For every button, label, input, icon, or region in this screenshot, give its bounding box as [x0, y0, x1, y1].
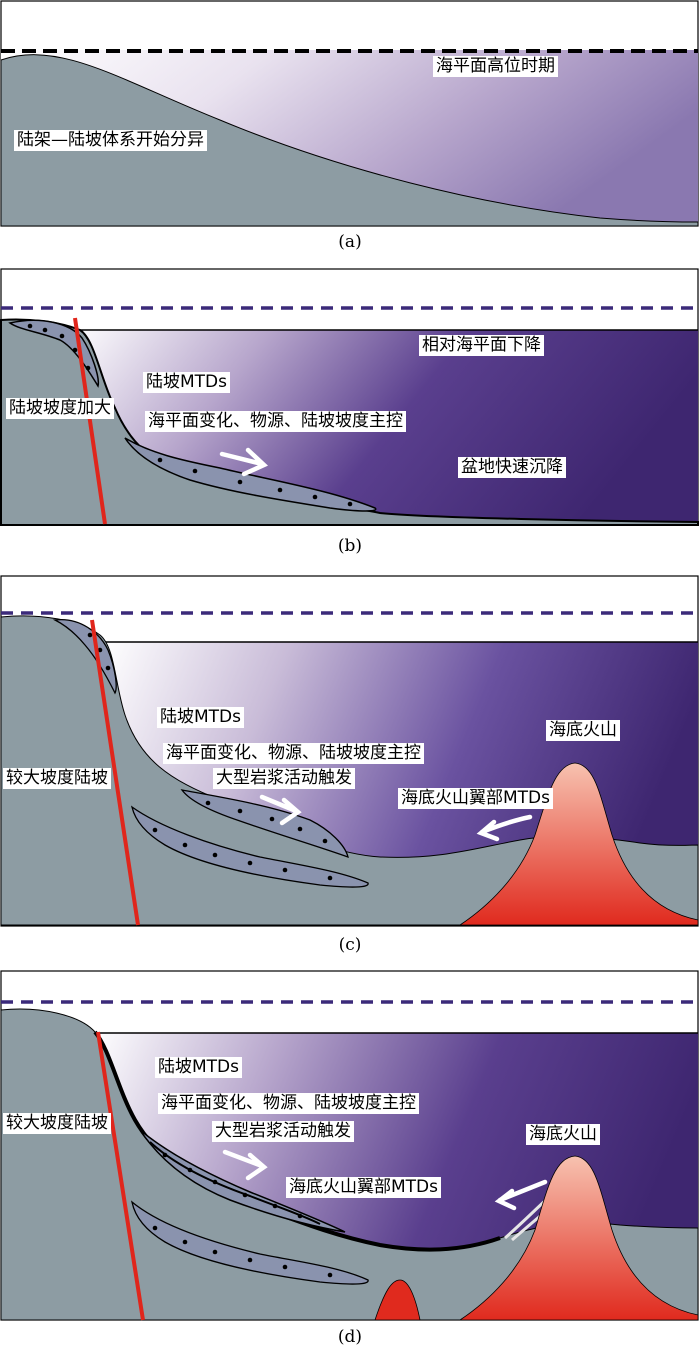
slide-direction-arrow — [219, 447, 269, 477]
label-volcano-flank-mtds: 海底火山翼部MTDs — [286, 1177, 441, 1198]
mtd-body-lower — [131, 1200, 369, 1285]
label-main-controls: 海平面变化、物源、陆坡坡度主控 — [158, 1093, 419, 1114]
seafloor — [0, 54, 699, 227]
mtd-clasts — [27, 323, 353, 507]
label-steep-slope: 较大坡度陆坡 — [3, 1113, 111, 1134]
panel-d-diagram — [0, 970, 699, 1321]
slide-direction-arrow-volcano — [476, 814, 533, 842]
label-seamount: 海底火山 — [546, 720, 620, 741]
label-slope-mtds: 陆坡MTDs — [143, 372, 230, 393]
volcano — [458, 1155, 699, 1321]
fault-line — [90, 619, 140, 926]
panel-a-diagram — [0, 0, 699, 227]
label-sea-level-highstand: 海平面高位时期 — [433, 56, 558, 77]
volcano — [458, 762, 699, 926]
label-slope-steepening: 陆坡坡度加大 — [6, 398, 114, 419]
label-magmatic-trigger: 大型岩浆活动触发 — [213, 768, 355, 789]
caption-c: (c) — [338, 935, 362, 955]
label-main-controls: 海平面变化、物源、陆坡坡度主控 — [145, 411, 406, 432]
caption-b: (b) — [337, 536, 363, 556]
label-shelf-slope-differentiation: 陆架—陆坡体系开始分异 — [14, 130, 207, 151]
mtd-clasts — [152, 1152, 333, 1278]
panel-c: 陆坡MTDs 海底火山 海平面变化、物源、陆坡坡度主控 较大坡度陆坡 大型岩浆活… — [0, 575, 700, 960]
label-magmatic-trigger: 大型岩浆活动触发 — [212, 1121, 354, 1142]
small-intrusion — [374, 1279, 421, 1321]
mtd-body-lower — [124, 437, 377, 512]
label-main-controls: 海平面变化、物源、陆坡坡度主控 — [163, 743, 424, 764]
panel-a: 海平面高位时期 陆架—陆坡体系开始分异 (a) — [0, 0, 700, 260]
caption-a: (a) — [338, 232, 362, 252]
slide-direction-arrow-slope — [222, 1149, 268, 1181]
label-volcano-flank-mtds: 海底火山翼部MTDs — [398, 788, 553, 809]
panel-b-diagram — [0, 268, 699, 526]
panel-b: 相对海平面下降 陆坡MTDs 陆坡坡度加大 海平面变化、物源、陆坡坡度主控 盆地… — [0, 268, 700, 568]
slide-direction-arrow-slope — [259, 794, 302, 826]
caption-d: (d) — [337, 1327, 363, 1347]
label-seamount: 海底火山 — [526, 1124, 600, 1145]
label-slope-mtds: 陆坡MTDs — [155, 1057, 242, 1078]
mtd-body-middle — [180, 789, 349, 859]
fault-line — [96, 1031, 145, 1321]
label-steep-slope: 较大坡度陆坡 — [3, 768, 111, 789]
label-relative-sea-level-fall: 相对海平面下降 — [419, 335, 544, 356]
mtd-clasts — [87, 632, 333, 881]
fault-line — [73, 317, 107, 525]
label-rapid-basin-subsidence: 盆地快速沉降 — [458, 457, 566, 478]
mtd-body-upper — [139, 1129, 346, 1233]
mtd-body-lower — [130, 805, 369, 888]
panel-d: 陆坡MTDs 海平面变化、物源、陆坡坡度主控 较大坡度陆坡 大型岩浆活动触发 海… — [0, 970, 700, 1355]
slide-direction-arrow-volcano — [494, 1179, 548, 1211]
label-slope-mtds: 陆坡MTDs — [157, 707, 244, 728]
